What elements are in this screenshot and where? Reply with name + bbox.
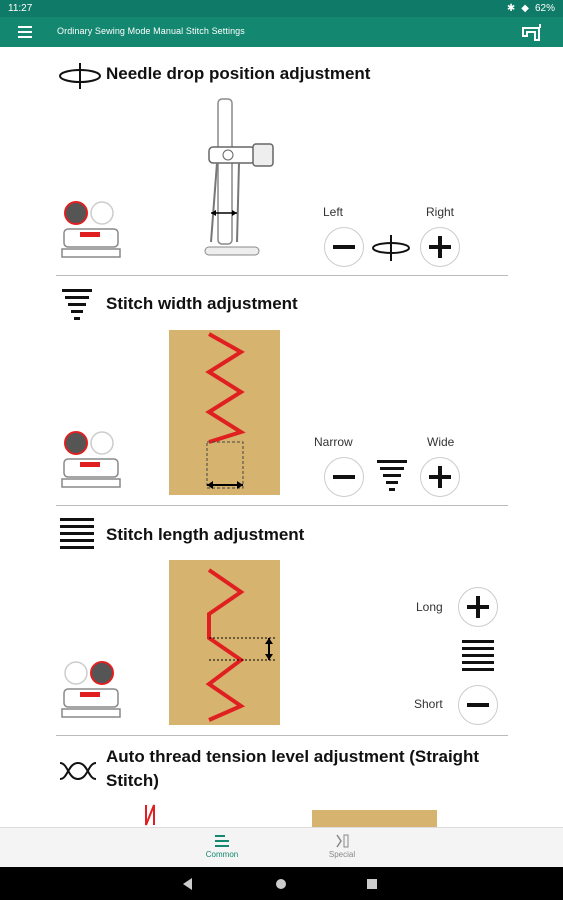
wifi-icon: ◆ — [521, 3, 529, 14]
length-short-button[interactable] — [458, 685, 498, 725]
sewing-machine-icon[interactable] — [521, 22, 543, 42]
system-navigation-bar — [0, 867, 563, 900]
zigzag-stitch — [205, 568, 277, 722]
nav-common[interactable]: Common — [200, 834, 244, 859]
app-bar: Ordinary Sewing Mode Manual Stitch Setti… — [0, 17, 563, 47]
special-tab-icon — [336, 834, 349, 848]
status-time: 11:27 — [8, 3, 33, 14]
tension-section: Auto thread tension level adjustment (St… — [0, 737, 563, 827]
minus-icon — [333, 245, 355, 249]
needle-left-label: Left — [323, 205, 344, 219]
status-icons: ✱ ◆ 62% — [507, 3, 555, 14]
width-section-title: Stitch width adjustment — [106, 294, 298, 313]
thread-stitch-sample — [145, 804, 155, 826]
machine-thumbnail-length — [61, 661, 121, 718]
needle-section: Needle drop position adjustment Left Rig… — [0, 47, 563, 277]
battery-percent: 62% — [534, 3, 555, 14]
bottom-navigation: Common Special — [0, 827, 563, 867]
width-wide-button[interactable] — [420, 457, 460, 497]
status-bar: 11:27 ✱ ◆ 62% — [0, 0, 563, 17]
width-narrow-button[interactable] — [324, 457, 364, 497]
minus-icon — [467, 703, 489, 707]
machine-thumbnail-needle — [61, 201, 121, 258]
app-title: Ordinary Sewing Mode Manual Stitch Setti… — [57, 26, 245, 36]
width-wide-label: Wide — [427, 435, 455, 449]
needle-position-indicator-icon — [372, 235, 410, 261]
tension-fabric-sample — [312, 810, 437, 827]
length-section: Stitch length adjustment Long — [0, 507, 563, 737]
stitch-width-icon — [62, 289, 92, 320]
zigzag-stitch — [205, 332, 246, 489]
tension-section-title: Auto thread tension level adjustment (St… — [106, 747, 480, 790]
needle-right-button[interactable] — [420, 227, 460, 267]
nav-special[interactable]: Special — [320, 834, 364, 859]
settings-content[interactable]: Needle drop position adjustment Left Rig… — [0, 47, 563, 827]
length-long-button[interactable] — [458, 587, 498, 627]
thread-tension-icon — [59, 761, 97, 781]
needle-section-title: Needle drop position adjustment — [106, 64, 371, 83]
needle-right-label: Right — [426, 205, 455, 219]
needle-illustration — [204, 98, 274, 256]
nav-special-label: Special — [328, 850, 356, 859]
length-fabric-sample — [169, 560, 280, 725]
width-narrow-label: Narrow — [314, 435, 353, 449]
home-icon[interactable] — [276, 879, 286, 889]
stitch-length-indicator-icon — [462, 640, 494, 671]
needle-position-icon — [59, 63, 101, 89]
nav-common-label: Common — [205, 850, 239, 859]
common-tab-icon — [215, 835, 229, 847]
length-section-title: Stitch length adjustment — [106, 525, 305, 544]
length-short-label: Short — [414, 697, 443, 711]
machine-thumbnail-width — [61, 431, 121, 488]
length-long-label: Long — [416, 600, 443, 614]
stitch-length-icon — [60, 518, 94, 549]
section-divider — [56, 275, 508, 276]
width-section: Stitch width adjustment Narrow Wide — [0, 277, 563, 507]
section-divider — [56, 735, 508, 736]
section-divider — [56, 505, 508, 506]
minus-icon — [333, 475, 355, 479]
menu-icon[interactable] — [18, 26, 32, 38]
stitch-width-indicator-icon — [377, 460, 407, 491]
back-icon[interactable] — [183, 878, 192, 890]
width-fabric-sample — [169, 330, 280, 495]
bluetooth-icon: ✱ — [506, 3, 516, 14]
needle-left-button[interactable] — [324, 227, 364, 267]
recents-icon[interactable] — [367, 879, 377, 889]
